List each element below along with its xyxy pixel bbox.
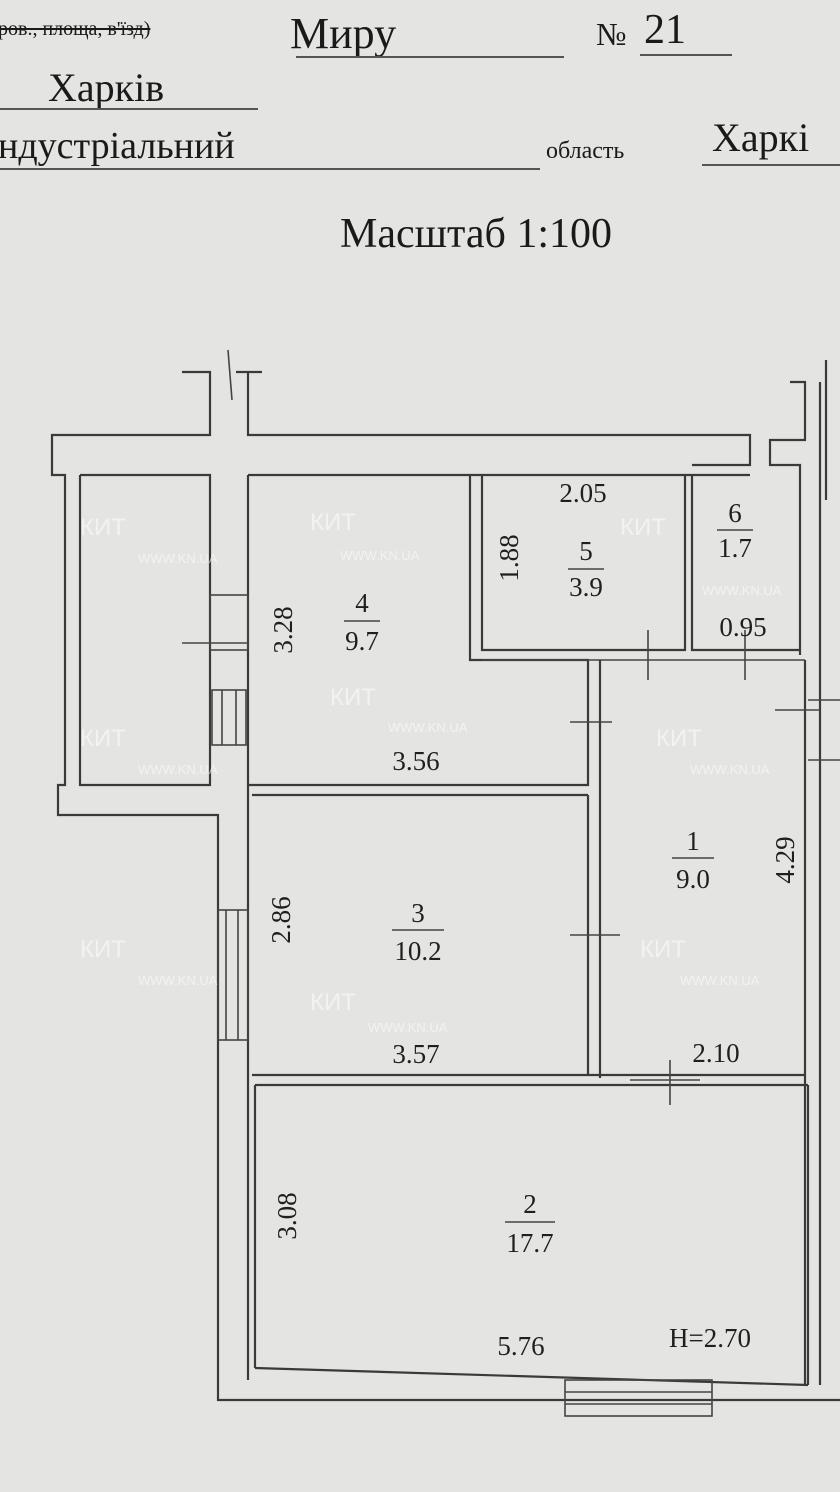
watermark: КИТ WWW.KN.UA	[640, 936, 760, 988]
svg-text:КИТ: КИТ	[80, 514, 126, 541]
svg-text:КИТ: КИТ	[640, 936, 686, 963]
dim-r5-height: 1.88	[494, 534, 524, 581]
watermark: КИТ WWW.KN.UA	[80, 725, 218, 777]
svg-text:WWW.KN.UA: WWW.KN.UA	[340, 548, 420, 563]
region-underline	[702, 164, 840, 166]
svg-text:КИТ: КИТ	[310, 509, 356, 536]
number-label: №	[596, 16, 627, 52]
dim-r3-width: 3.57	[392, 1039, 439, 1069]
city-underline	[0, 108, 258, 110]
room-area: 9.0	[676, 864, 710, 894]
ceiling-height: H=2.70	[669, 1323, 751, 1353]
svg-text:КИТ: КИТ	[620, 514, 666, 541]
svg-text:WWW.KN.UA: WWW.KN.UA	[368, 1020, 448, 1035]
watermark: КИТ WWW.KN.UA	[80, 936, 218, 988]
dim-r5-width: 2.05	[559, 478, 606, 508]
svg-text:WWW.KN.UA: WWW.KN.UA	[690, 762, 770, 777]
watermark: КИТ WWW.KN.UA	[620, 514, 782, 598]
room-number: 3	[411, 898, 425, 928]
svg-text:WWW.KN.UA: WWW.KN.UA	[138, 551, 218, 566]
svg-text:КИТ: КИТ	[80, 725, 126, 752]
room-area: 1.7	[718, 533, 752, 563]
svg-text:КИТ: КИТ	[310, 989, 356, 1016]
door-marks	[182, 349, 820, 1105]
watermark: КИТ WWW.KN.UA	[80, 514, 218, 566]
dim-r4-width: 3.56	[392, 746, 439, 776]
watermark: КИТ WWW.KN.UA	[310, 989, 448, 1035]
street-value: Миру	[290, 9, 397, 58]
room-5: 5 3.9	[568, 536, 604, 602]
room-number: 1	[686, 826, 700, 856]
dim-r3-height: 2.86	[266, 896, 296, 943]
watermarks: КИТ WWW.KN.UA КИТ WWW.KN.UA КИТ WWW.KN.UA К…	[80, 509, 782, 1035]
dim-r2-width: 5.76	[497, 1331, 544, 1361]
dimensions: 2.05 1.88 3.28 3.56 0.95 4.29 2.86 3.57 …	[266, 478, 800, 1361]
room-area: 17.7	[506, 1228, 553, 1258]
svg-text:КИТ: КИТ	[656, 725, 702, 752]
room-area: 9.7	[345, 626, 379, 656]
dim-r2-height: 3.08	[272, 1192, 302, 1239]
city-value: Харків	[48, 65, 165, 110]
room-number: 2	[523, 1189, 537, 1219]
watermark: КИТ WWW.KN.UA	[310, 509, 420, 563]
room-area: 10.2	[394, 936, 441, 966]
dim-r1-height: 4.29	[770, 836, 800, 883]
watermark: КИТ WWW.KN.UA	[330, 684, 468, 735]
room-number: 6	[728, 498, 742, 528]
street-label: ров., площа, в'їзд)	[0, 18, 151, 40]
scale-label: Масштаб 1:100	[340, 211, 613, 257]
street-underline	[296, 56, 564, 58]
walls	[50, 360, 840, 1402]
room-4: 4 9.7	[344, 588, 380, 656]
room-area: 3.9	[569, 572, 603, 602]
dim-r4-height: 3.28	[268, 606, 298, 653]
windows	[209, 594, 713, 1417]
svg-text:WWW.KN.UA: WWW.KN.UA	[680, 973, 760, 988]
region-label: область	[546, 138, 625, 164]
room-6: 6 1.7	[717, 498, 753, 563]
dim-r1-width: 2.10	[692, 1038, 739, 1068]
watermark: КИТ WWW.KN.UA	[656, 725, 770, 777]
svg-text:WWW.KN.UA: WWW.KN.UA	[702, 583, 782, 598]
district-value: ндустріальний	[0, 125, 235, 167]
dim-r6-width: 0.95	[719, 612, 766, 642]
room-3: 3 10.2	[392, 898, 444, 966]
room-number: 4	[355, 588, 369, 618]
room-number: 5	[579, 536, 593, 566]
room-1: 1 9.0	[672, 826, 714, 894]
room-2: 2 17.7	[505, 1189, 555, 1258]
district-underline	[0, 168, 540, 170]
svg-text:КИТ: КИТ	[80, 936, 126, 963]
number-value: 21	[644, 7, 686, 53]
svg-text:WWW.KN.UA: WWW.KN.UA	[388, 720, 468, 735]
svg-text:КИТ: КИТ	[330, 684, 376, 711]
svg-text:WWW.KN.UA: WWW.KN.UA	[138, 762, 218, 777]
region-value: Харкі	[712, 115, 810, 160]
number-underline	[640, 54, 732, 56]
svg-text:WWW.KN.UA: WWW.KN.UA	[138, 973, 218, 988]
